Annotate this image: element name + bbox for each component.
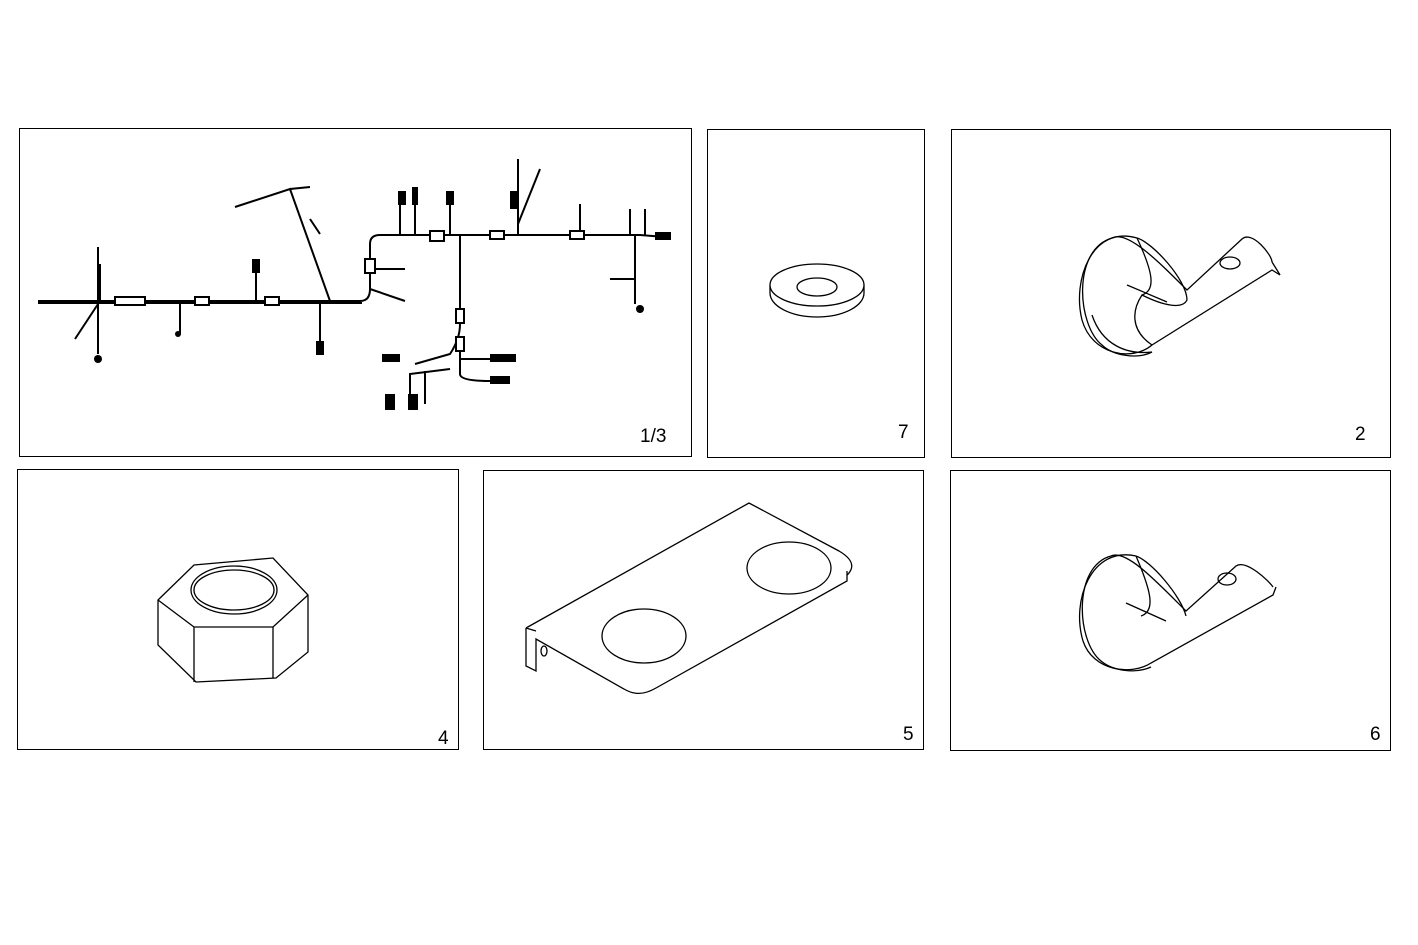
part-number-label: 7 bbox=[898, 422, 909, 443]
part-number-label: 5 bbox=[903, 724, 914, 745]
part-number-label: 4 bbox=[438, 728, 449, 749]
hex-nut-drawing bbox=[157, 557, 309, 683]
part-panel-nut[interactable]: 4 bbox=[17, 469, 459, 750]
wiring-harness-drawing bbox=[38, 159, 671, 410]
part-panel-clamp-large[interactable]: 2 bbox=[951, 129, 1391, 458]
part-number-label: 2 bbox=[1355, 424, 1366, 445]
part-number-label: 1/3 bbox=[640, 426, 667, 447]
p-clamp-drawing bbox=[1078, 235, 1281, 357]
part-panel-washer[interactable]: 7 bbox=[707, 129, 925, 458]
part-number-label: 6 bbox=[1370, 724, 1381, 745]
p-clamp-drawing bbox=[1079, 554, 1277, 672]
part-panel-bracket[interactable]: 5 bbox=[483, 470, 924, 750]
part-panel-harness[interactable]: 1/3 bbox=[19, 128, 692, 457]
washer-drawing bbox=[769, 263, 865, 318]
bracket-drawing bbox=[525, 502, 853, 695]
part-panel-clamp-small[interactable]: 6 bbox=[950, 470, 1391, 751]
